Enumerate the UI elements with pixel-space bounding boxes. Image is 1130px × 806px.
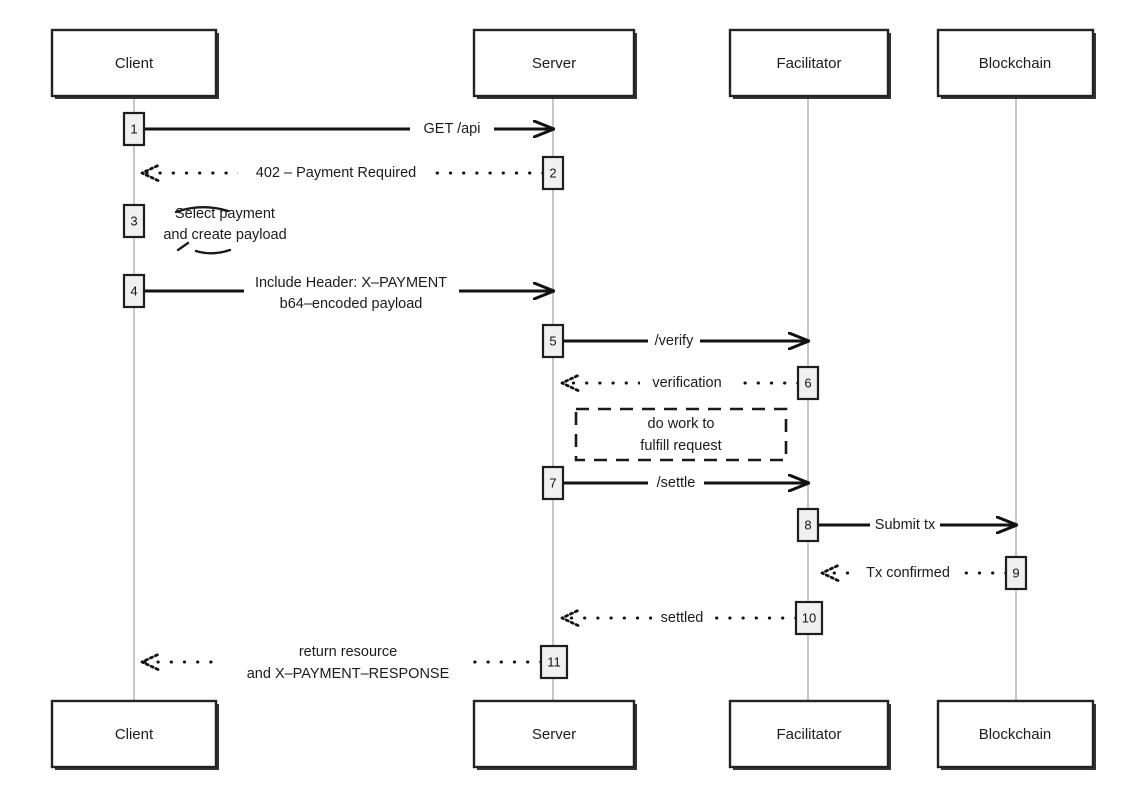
participant-client-top[interactable]: Client (50, 28, 219, 99)
message-7-seqnum: 7 (549, 475, 556, 490)
message-7-label: /settle (657, 475, 696, 491)
message-1-seqnum: 1 (130, 121, 137, 136)
message-2-seqnum: 2 (549, 165, 556, 180)
box-outline (728, 699, 890, 769)
message-11-label-line1: return resource (299, 644, 397, 660)
message-1-seqbox (122, 111, 146, 147)
message-11-seqbox (539, 644, 569, 680)
message-4-include-header[interactable]: Include Header: X–PAYMENT b64–encoded pa… (122, 273, 553, 312)
message-8-seqnum: 8 (804, 517, 811, 532)
lifelines (133, 96, 1017, 701)
participant-boxes-bottom: Client Server Facilitator Blockchain (50, 699, 1096, 770)
message-10-label: settled (661, 610, 704, 626)
participant-label-client-bottom: Client (115, 726, 154, 743)
message-10-settled[interactable]: settled 10 (562, 600, 824, 636)
message-11-label-bg (222, 648, 470, 678)
message-5-label-bg (648, 331, 700, 351)
box-outline (728, 28, 890, 98)
message-7-seqbox (541, 465, 565, 501)
message-9-seqnum: 9 (1012, 565, 1019, 580)
message-3-arc-bottom (194, 248, 232, 255)
message-9-tx-confirmed[interactable]: Tx confirmed 9 (822, 555, 1028, 591)
message-3-seqbox (122, 203, 146, 239)
note-do-work: do work to fulfill request (574, 407, 788, 462)
participant-label-blockchain-bottom: Blockchain (979, 726, 1052, 743)
message-10-seqbox (794, 600, 824, 636)
participant-boxes-top: Client Server Facilitator Blockchain (50, 28, 1096, 99)
message-1-label-bg (410, 119, 494, 139)
participant-label-server-bottom: Server (532, 726, 576, 743)
message-1-label: GET /api (424, 121, 481, 137)
message-6-seqnum: 6 (804, 375, 811, 390)
participant-label-facilitator-top: Facilitator (776, 55, 841, 72)
message-8-seqbox (796, 507, 820, 543)
message-6-label: verification (652, 375, 721, 391)
participant-blockchain-top[interactable]: Blockchain (936, 28, 1096, 99)
message-7-label-bg (648, 473, 704, 493)
message-6-verification[interactable]: verification 6 (562, 365, 820, 401)
message-4-seqnum: 4 (130, 283, 137, 298)
message-9-label-bg (858, 563, 958, 583)
message-11-return-resource[interactable]: return resource and X–PAYMENT–RESPONSE 1… (142, 644, 569, 682)
box-outline (936, 28, 1095, 98)
participant-blockchain-bottom[interactable]: Blockchain (936, 699, 1096, 770)
participant-label-blockchain-top: Blockchain (979, 55, 1052, 72)
message-6-seqbox (796, 365, 820, 401)
message-2-label: 402 – Payment Required (256, 165, 416, 181)
message-6-label-bg (640, 373, 734, 393)
message-2-402-payment-required[interactable]: 402 – Payment Required 2 (142, 155, 565, 191)
message-7-settle[interactable]: /settle 7 (541, 465, 808, 501)
message-9-seqbox (1004, 555, 1028, 591)
message-1-get-api[interactable]: GET /api 1 (122, 111, 553, 147)
message-5-label: /verify (655, 333, 694, 349)
message-4-label-line2: b64–encoded payload (280, 296, 423, 312)
message-3-label-line2: and create payload (163, 227, 286, 243)
message-5-seqnum: 5 (549, 333, 556, 348)
message-4-label-line1: Include Header: X–PAYMENT (255, 275, 447, 291)
box-outline (472, 28, 636, 98)
message-8-label: Submit tx (875, 517, 936, 533)
message-8-submit-tx[interactable]: Submit tx 8 (796, 507, 1016, 543)
message-3-label-line1: Select payment (175, 206, 275, 222)
participant-label-client-top: Client (115, 55, 154, 72)
message-10-label-bg (652, 608, 712, 628)
message-3-arc-top (174, 206, 230, 214)
participant-label-facilitator-bottom: Facilitator (776, 726, 841, 743)
message-4-seqbox (122, 273, 146, 309)
message-9-label: Tx confirmed (866, 565, 950, 581)
note-do-work-line1: do work to (648, 416, 715, 432)
note-do-work-box (574, 407, 788, 462)
box-outline (936, 699, 1095, 769)
message-3-select-payment[interactable]: Select payment and create payload 3 (122, 203, 287, 255)
message-3-seqnum: 3 (130, 213, 137, 228)
message-5-verify[interactable]: /verify 5 (541, 323, 808, 359)
box-outline (50, 699, 218, 769)
message-11-label-line2: and X–PAYMENT–RESPONSE (247, 666, 450, 682)
message-2-seqbox (541, 155, 565, 191)
participant-facilitator-top[interactable]: Facilitator (728, 28, 891, 99)
message-2-label-bg (238, 163, 434, 183)
participant-server-bottom[interactable]: Server (472, 699, 637, 770)
message-8-label-bg (870, 515, 940, 535)
message-5-seqbox (541, 323, 565, 359)
participant-facilitator-bottom[interactable]: Facilitator (728, 699, 891, 770)
message-11-seqnum: 11 (547, 654, 561, 669)
box-outline (472, 699, 636, 769)
message-10-seqnum: 10 (802, 610, 816, 625)
note-do-work-line2: fulfill request (640, 438, 721, 454)
participant-server-top[interactable]: Server (472, 28, 637, 99)
message-3-arc-tail (176, 241, 190, 252)
participant-client-bottom[interactable]: Client (50, 699, 219, 770)
participant-label-server-top: Server (532, 55, 576, 72)
box-outline (50, 28, 218, 98)
